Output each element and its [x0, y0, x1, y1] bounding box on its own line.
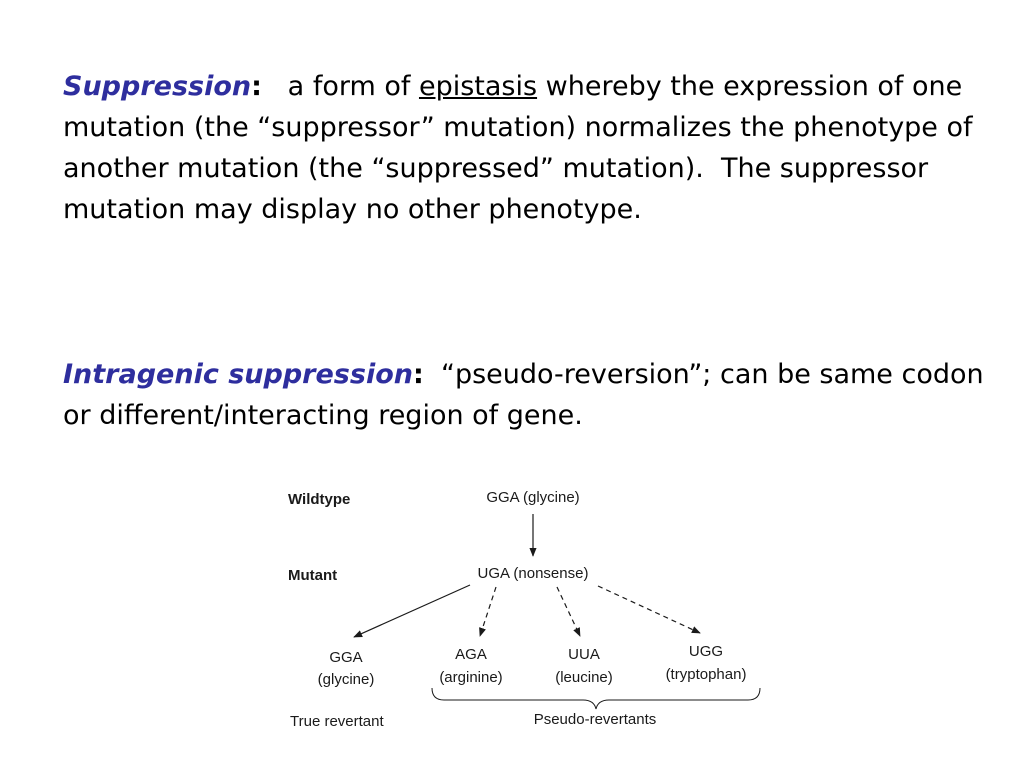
intragenic-text: “pseudo-reversion”; can be same codon or…: [63, 359, 993, 431]
pseudo-reversion-arrow-uua: [556, 586, 581, 637]
mutant-codon: UGA (nonsense): [478, 565, 589, 582]
revertant-codon-1: GGA: [329, 649, 362, 666]
term-intragenic-suppression: Intragenic suppression: [63, 359, 413, 390]
pseudo-revertants-brace: [431, 687, 761, 710]
definition-text-rest: whereby the expression of one mutation (…: [63, 71, 982, 225]
intragenic-definition: Intragenic suppression: “pseudo-reversio…: [63, 354, 993, 436]
revertant-amino-acid-3: (leucine): [555, 669, 613, 686]
term-colon: :: [251, 71, 262, 102]
true-reversion-arrow: [353, 584, 471, 638]
wildtype-label: Wildtype: [288, 491, 350, 508]
true-revertant-label: True revertant: [290, 713, 384, 730]
pseudo-reversion-arrow-ugg: [597, 585, 701, 634]
revertant-codon-4: UGG: [689, 643, 723, 660]
term-suppression: Suppression: [63, 71, 252, 102]
term-colon: :: [412, 359, 424, 390]
definition-text-start: a form of: [261, 71, 419, 102]
revertant-amino-acid-4: (tryptophan): [666, 666, 747, 683]
revertant-codon-3: UUA: [568, 646, 600, 663]
pseudo-reversion-arrow-aga: [479, 586, 497, 637]
epistasis-link[interactable]: epistasis: [418, 71, 538, 102]
revertant-amino-acid-2: (arginine): [439, 669, 502, 686]
revertant-amino-acid-1: (glycine): [318, 671, 375, 688]
mutant-label: Mutant: [288, 567, 337, 584]
revertant-codon-2: AGA: [455, 646, 487, 663]
pseudo-revertants-label: Pseudo-revertants: [534, 711, 657, 728]
suppression-definition: Suppression: a form of epistasis whereby…: [63, 66, 993, 230]
wildtype-codon: GGA (glycine): [486, 489, 579, 506]
